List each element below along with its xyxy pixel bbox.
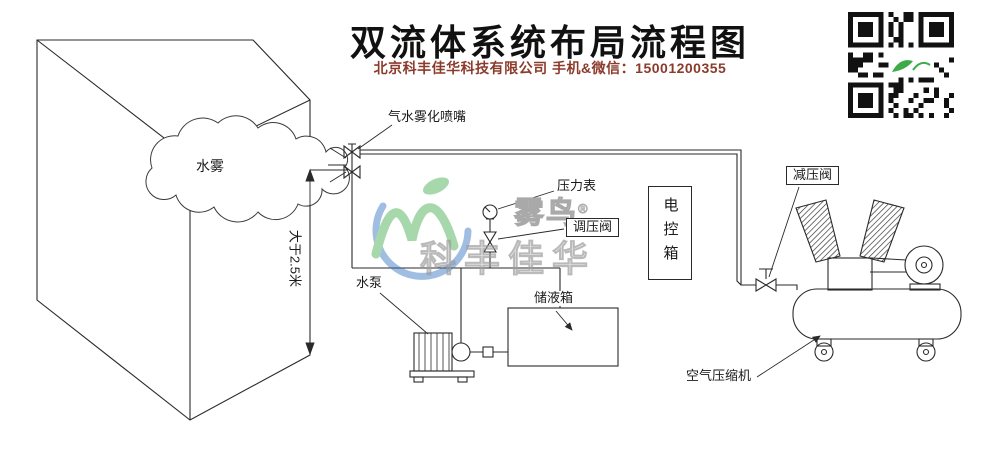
pressure-gauge-symbol	[482, 204, 498, 220]
control-box: 电控箱	[648, 186, 692, 280]
label-relief-valve: 减压阀	[786, 166, 840, 185]
label-control-box: 电控箱	[661, 197, 679, 269]
leader-lines	[357, 124, 821, 378]
watermark-company: 科丰佳华	[419, 238, 597, 280]
label-height-dimension: 大于2.5米	[287, 229, 303, 287]
qr-code	[848, 12, 954, 118]
label-regulating-valve: 调压阀	[566, 218, 620, 237]
pump-symbol	[409, 332, 508, 383]
regulating-valve-symbol	[483, 219, 497, 268]
page-title: 双流体系统布局流程图	[349, 22, 750, 63]
height-dimension	[305, 168, 348, 356]
watermark-logo-icon	[371, 177, 472, 280]
nozzle-assembly	[328, 143, 361, 268]
tank-symbol	[507, 307, 619, 367]
qr-logo-icon	[892, 60, 931, 72]
label-pressure-gauge: 压力表	[557, 178, 597, 193]
compressor-symbol	[792, 199, 962, 362]
room-box	[36, 39, 311, 421]
qr-modules	[848, 12, 954, 118]
air-pipe	[360, 149, 798, 290]
relief-valve-symbol	[755, 268, 777, 292]
page-subtitle: 北京科丰佳华科技有限公司 手机&微信：15001200355	[373, 60, 727, 76]
label-water-pump: 水泵	[356, 275, 383, 290]
label-liquid-tank: 储液箱	[532, 290, 576, 306]
label-air-compressor: 空气压缩机	[686, 368, 752, 383]
registered-mark: ®	[578, 201, 590, 217]
mist-cloud	[145, 115, 350, 223]
label-water-mist: 水雾	[196, 158, 224, 174]
label-nozzle: 气水雾化喷嘴	[388, 109, 467, 124]
